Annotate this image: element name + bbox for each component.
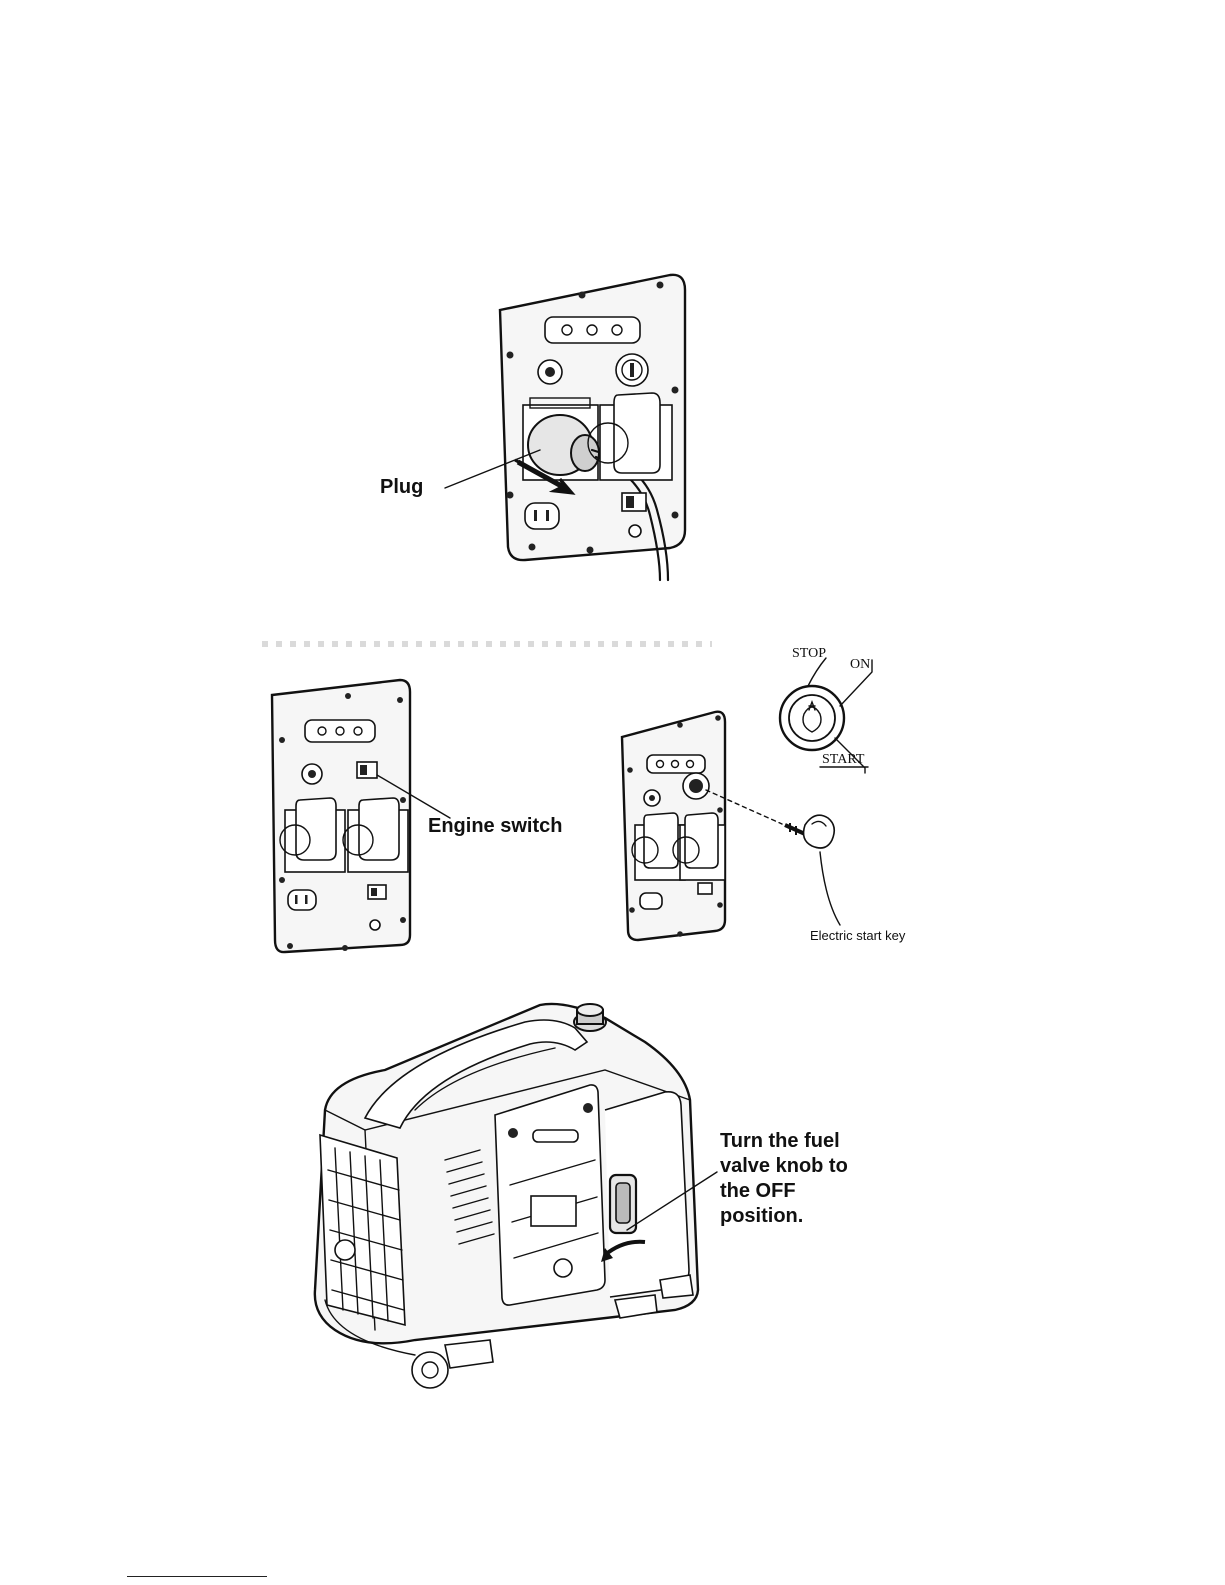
svg-text:valve knob to: valve knob to <box>720 1155 848 1177</box>
foot-rear <box>615 1295 657 1318</box>
figure-generator-fuel-valve: Turn the fuel valve knob to the OFF posi… <box>305 1000 885 1395</box>
figure-engine-switch: Engine switch Electric start ke <box>260 640 940 960</box>
key-switch-dial <box>780 686 844 750</box>
fuel-cap <box>574 1004 606 1031</box>
svg-text:position.: position. <box>720 1205 803 1227</box>
footnote-separator <box>127 1576 267 1577</box>
on-label: ON <box>850 657 870 672</box>
wheel <box>412 1352 448 1388</box>
key-leader-line <box>820 852 840 925</box>
electric-start-key-label: Electric start key <box>810 928 906 943</box>
foot-front <box>445 1340 493 1368</box>
figure-plug-panel: Plug <box>360 265 720 585</box>
generator-illustration: Turn the fuel valve knob to the OFF posi… <box>305 1000 885 1395</box>
air-intake-grille <box>320 1135 405 1325</box>
engine-switch-illustration: Engine switch Electric start ke <box>260 640 940 960</box>
electric-start-key-icon <box>785 815 834 848</box>
start-label: START <box>822 752 865 767</box>
fuel-valve-knob <box>610 1175 636 1233</box>
svg-text:the OFF: the OFF <box>720 1180 796 1202</box>
engine-switch-label: Engine switch <box>428 815 562 837</box>
socket-cover <box>614 393 660 473</box>
svg-text:Turn the fuel: Turn the fuel <box>720 1130 840 1152</box>
us-outlet <box>525 503 559 529</box>
fuel-valve-label: Turn the fuel valve knob to the OFF posi… <box>720 1130 848 1227</box>
stop-label: STOP <box>792 646 826 661</box>
maintenance-cover <box>495 1085 605 1305</box>
top-indicator-plate <box>545 317 640 343</box>
plug-panel-illustration: Plug <box>360 265 720 585</box>
stop-leader <box>808 658 826 686</box>
plug-label: Plug <box>380 476 423 498</box>
